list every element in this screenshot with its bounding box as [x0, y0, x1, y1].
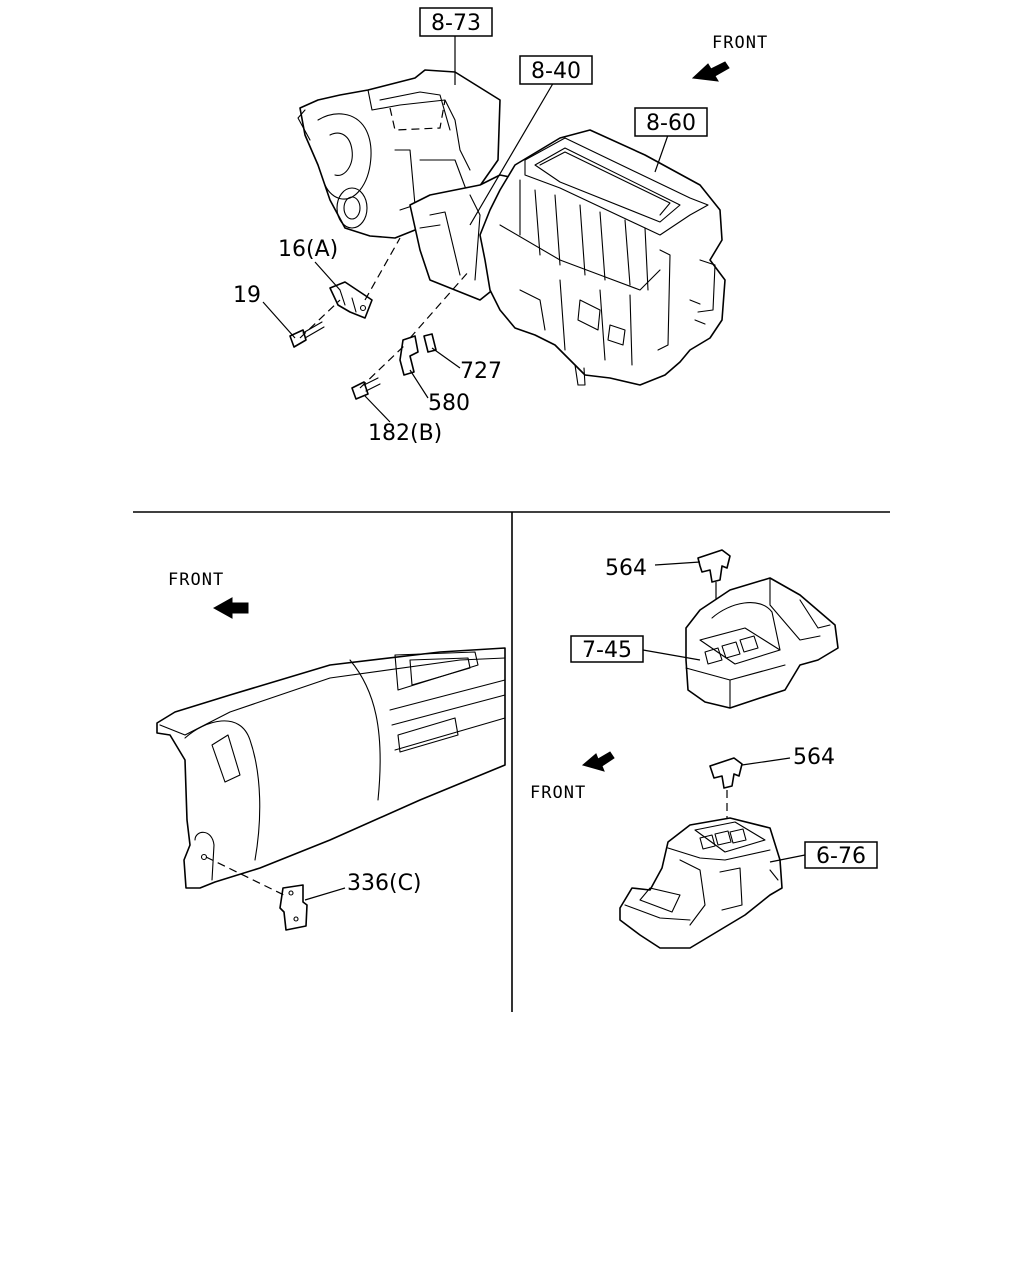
part-182b-label: 182(B)	[368, 421, 442, 446]
front-label-top: FRONT	[712, 33, 768, 53]
part-564-top-label: 564	[605, 556, 647, 581]
clip-580	[399, 335, 419, 376]
console-6-76-drawing	[619, 817, 783, 949]
ref-6-76-label: 6-76	[816, 844, 866, 869]
ref-7-45-label: 7-45	[582, 638, 632, 663]
assembly-line-left	[205, 856, 287, 897]
ref-8-40-label: 8-40	[531, 59, 581, 84]
console-7-45-drawing	[685, 577, 839, 709]
ref-box-6-76	[804, 841, 878, 869]
screw-182b	[351, 377, 381, 400]
leader-6-76	[769, 854, 806, 863]
part-336c-label: 336(C)	[347, 871, 422, 896]
ref-box-8-40	[519, 55, 593, 85]
part-16a-label: 16(A)	[278, 237, 338, 262]
part-727-label: 727	[460, 359, 502, 384]
ref-box-8-60	[634, 107, 708, 137]
clip-564-top	[697, 549, 731, 583]
leader-564-top	[654, 561, 701, 566]
front-label-left: FRONT	[168, 570, 224, 590]
bolt-19	[289, 321, 325, 348]
ref-8-73-label: 8-73	[431, 11, 481, 36]
assembly-line	[299, 237, 471, 389]
leader-336c	[304, 887, 346, 901]
part-580-label: 580	[428, 391, 470, 416]
part-564-bottom-label: 564	[793, 745, 835, 770]
pad-727	[423, 333, 437, 353]
top-leaders	[262, 32, 669, 423]
front-arrow-top-icon	[691, 61, 730, 82]
front-arrow-left-icon	[212, 597, 249, 619]
front-label-right: FRONT	[530, 783, 586, 803]
ref-box-8-73	[419, 7, 493, 37]
leader-7-45	[642, 649, 701, 661]
hvac-unit-drawing	[297, 69, 726, 386]
instrument-panel-drawing	[156, 647, 506, 889]
clip-564-bottom	[709, 757, 743, 789]
ref-box-7-45	[570, 635, 644, 663]
leader-564-bottom	[741, 757, 791, 766]
bracket-16a	[329, 281, 373, 319]
front-arrow-right-icon	[581, 751, 615, 772]
ref-8-60-label: 8-60	[646, 111, 696, 136]
part-19-label: 19	[233, 283, 261, 308]
bracket-336c	[279, 884, 308, 931]
